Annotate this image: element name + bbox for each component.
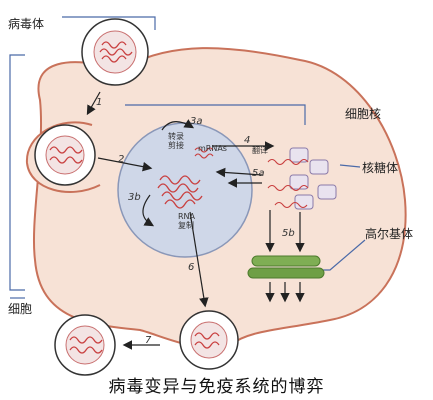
step-4: 4 xyxy=(244,135,251,146)
step-5b: 5b xyxy=(282,228,295,239)
caption: 病毒变异与免疫系统的博弈 xyxy=(108,377,325,397)
nucleus-bracket xyxy=(125,104,306,125)
step-3b: 3b xyxy=(128,192,141,203)
label-golgi: 高尔基体 xyxy=(365,227,414,241)
ribosome-complexes xyxy=(267,147,337,210)
mrna-strands xyxy=(194,147,214,159)
label-translation: 翻译 xyxy=(252,146,268,155)
step-1: 1 xyxy=(96,97,103,108)
step-3a: 3a xyxy=(190,116,203,127)
virion-budding xyxy=(179,310,239,370)
virion-released xyxy=(54,314,116,376)
ribosome-pointer xyxy=(339,164,361,168)
label-mrnas: mRNAs xyxy=(198,144,227,153)
endosome-virion xyxy=(25,121,101,193)
flow-arrows xyxy=(86,91,305,350)
label-nucleus: 细胞核 xyxy=(345,107,382,121)
viral-rna-tangle xyxy=(157,175,203,209)
label-cell: 细胞 xyxy=(8,302,33,316)
step-2: 2 xyxy=(118,154,125,165)
virion-entering xyxy=(81,18,149,86)
nucleus xyxy=(117,122,253,258)
virus-bracket xyxy=(62,16,156,30)
label-transcription: 转录 剪接 xyxy=(168,132,184,151)
step-5a: 5a xyxy=(252,168,265,179)
golgi-apparatus xyxy=(247,255,325,279)
step-7: 7 xyxy=(145,335,152,346)
label-ribosome: 核糖体 xyxy=(362,161,399,175)
label-rna-replication: RNA 复制 xyxy=(178,212,196,231)
step-6: 6 xyxy=(188,262,195,273)
label-virus: 病毒体 xyxy=(8,17,45,31)
cell-bracket xyxy=(9,54,25,291)
